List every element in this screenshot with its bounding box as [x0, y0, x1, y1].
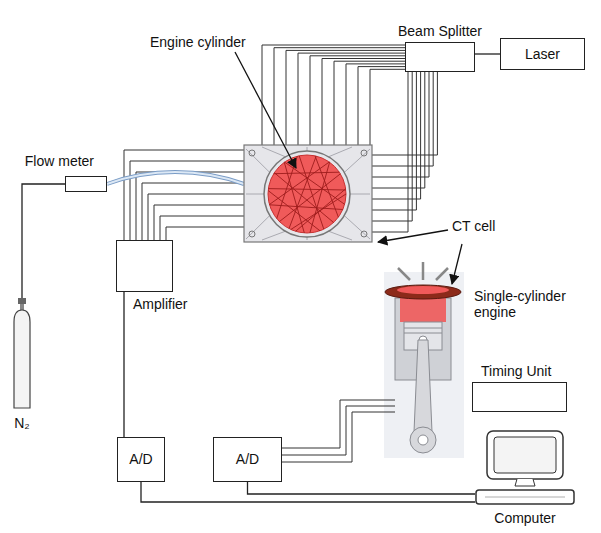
ct-cell-channels	[246, 147, 370, 240]
detector-wire	[160, 216, 244, 240]
ct-cell-plate	[244, 145, 372, 242]
beam-channel	[350, 194, 370, 195]
optical-fiber	[274, 48, 405, 145]
optical-fiber	[298, 53, 405, 145]
connector-line	[248, 482, 476, 494]
laser-path	[279, 174, 340, 222]
connector-line	[475, 53, 500, 54]
leader-line	[235, 52, 296, 168]
connector-line	[22, 184, 65, 298]
bolt-hole	[361, 150, 367, 156]
connector-line	[123, 292, 124, 437]
node-label: N₂	[14, 415, 30, 431]
detector-wire	[166, 227, 244, 240]
optical-fiber	[346, 64, 405, 145]
callout-label: CT cell	[452, 218, 495, 234]
leader-line	[452, 244, 462, 284]
ad-converter-box: A/D	[213, 437, 282, 482]
detector-wire	[124, 150, 244, 240]
connector-line	[141, 482, 475, 502]
optical-fiber	[372, 72, 425, 188]
optical-fiber	[372, 72, 433, 166]
optical-fiber	[372, 72, 416, 210]
detector-wire	[136, 172, 244, 240]
callout-label: Engine cylinder	[150, 34, 246, 50]
callout-label: Single-cylinder engine	[474, 288, 584, 320]
optical-fiber	[334, 61, 405, 145]
laser-path	[268, 189, 345, 190]
detector-wire	[148, 194, 244, 240]
laser-path	[315, 156, 338, 217]
cylinder-bore	[264, 151, 350, 237]
leader-line	[378, 230, 448, 242]
beam-channel	[246, 194, 264, 195]
laser-box: Laser	[500, 38, 585, 70]
gas-pipe	[107, 172, 244, 184]
computer-outline	[475, 430, 575, 505]
computer-icon: Computer	[475, 430, 575, 505]
optical-fiber	[370, 69, 405, 145]
optical-fiber	[372, 72, 408, 232]
gas-cylinder-outline	[12, 298, 32, 410]
gas-cylinder: N₂	[12, 298, 32, 410]
gas-pipe-core	[107, 172, 244, 184]
node-label: A/D	[129, 451, 152, 467]
laser-path	[310, 162, 330, 233]
node-label: A/D	[236, 451, 259, 467]
flow-meter-box: Flow meter	[65, 176, 107, 192]
node-label: Timing Unit	[481, 363, 551, 379]
engine-illustration	[384, 262, 464, 458]
detector-wire	[142, 183, 244, 240]
optical-fiber	[262, 45, 405, 145]
beam-splitter-box: Beam Splitter	[405, 42, 475, 72]
beam-channel	[344, 216, 370, 240]
optical-fiber	[286, 50, 405, 145]
beam-channel	[344, 149, 370, 173]
optical-fiber	[358, 67, 405, 145]
node-label: Flow meter	[25, 153, 94, 169]
ad-converter-box: A/D	[117, 437, 165, 482]
beam-channel	[329, 147, 353, 157]
signal-wires	[124, 150, 244, 240]
optical-fiber	[372, 72, 437, 155]
engine-signal-wires	[282, 400, 395, 462]
timing-unit-box: Timing Unit	[472, 382, 567, 412]
optical-fiber	[372, 72, 429, 177]
laser-path	[269, 162, 329, 205]
node-label: Computer	[494, 510, 555, 526]
detector-wire	[154, 205, 244, 240]
node-label: Laser	[525, 46, 560, 62]
laser-path	[274, 172, 340, 174]
beam-channel	[329, 231, 353, 240]
beam-channel	[262, 147, 286, 157]
bolt-hole	[249, 231, 255, 237]
beam-channel	[262, 231, 286, 240]
optical-fiber	[372, 72, 421, 199]
node-label: Amplifier	[133, 296, 187, 312]
bolt-hole	[249, 150, 255, 156]
bolt-hole	[361, 231, 367, 237]
laser-path	[296, 189, 346, 232]
amplifier-box: Amplifier	[116, 240, 173, 292]
engine-cylinder	[268, 155, 346, 233]
node-label: Beam Splitter	[398, 23, 482, 39]
beam-channel	[246, 216, 270, 240]
beam-channel	[246, 149, 270, 173]
laser-path	[285, 162, 345, 204]
optical-fiber	[310, 56, 405, 145]
optical-fiber	[322, 59, 405, 146]
laser-beams	[268, 156, 346, 233]
